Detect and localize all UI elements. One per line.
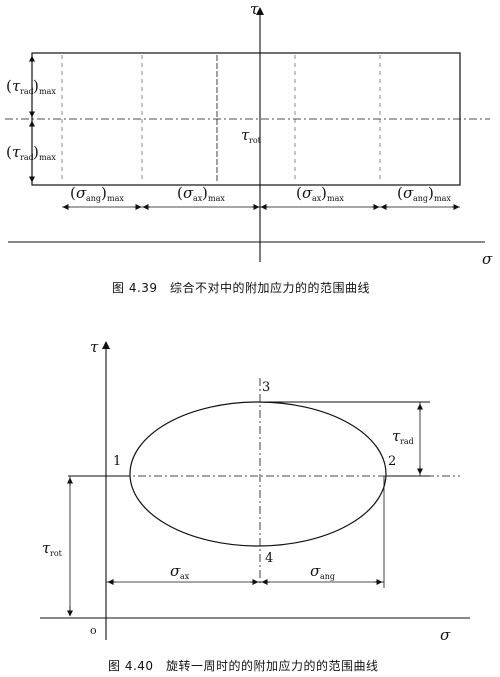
fig1-caption: 图 4.39 综合不对中的附加应力的的范围曲线	[112, 280, 370, 295]
fig2-origin-label: o	[90, 624, 97, 637]
svg-text:rad: rad	[20, 87, 34, 96]
svg-text:σ: σ	[170, 562, 181, 580]
fig1-tau-rad-max-upper: ( τ rad ) max	[6, 77, 56, 96]
svg-text:max: max	[208, 194, 225, 203]
svg-text:): )	[428, 184, 434, 202]
fig1-axis-tau-label: τ	[250, 0, 259, 18]
fig2-caption: 图 4.40 旋转一周时的的附加应力的的范围曲线	[108, 658, 379, 673]
svg-text:τ: τ	[12, 143, 21, 161]
svg-text:τ: τ	[241, 126, 250, 144]
svg-text:ang: ang	[86, 194, 101, 203]
fig1-sigma-ang-max-left: ( σ ang ) max	[70, 184, 124, 203]
fig2-tau-rad-label: τ rad	[392, 427, 414, 446]
svg-text:τ: τ	[12, 77, 21, 95]
svg-text:τ: τ	[392, 427, 401, 445]
svg-text:): )	[33, 77, 39, 95]
svg-text:τ: τ	[42, 539, 51, 557]
svg-text:): )	[202, 184, 208, 202]
svg-text:(: (	[296, 184, 302, 202]
svg-text:ang: ang	[320, 572, 335, 581]
svg-text:σ: σ	[76, 184, 87, 202]
fig2-point-1-label: 1	[113, 454, 121, 469]
fig2-sigma-ang-label: σ ang	[310, 562, 335, 581]
svg-text:max: max	[39, 87, 56, 96]
svg-text:(: (	[70, 184, 76, 202]
svg-text:max: max	[107, 194, 124, 203]
svg-text:ang: ang	[413, 194, 428, 203]
svg-text:rot: rot	[249, 136, 262, 145]
svg-text:): )	[321, 184, 327, 202]
fig2-point-2-label: 2	[388, 454, 396, 469]
fig2-axis-sigma-label: σ	[440, 626, 451, 644]
svg-text:max: max	[434, 194, 451, 203]
fig2-point-4-label: 4	[265, 551, 273, 566]
svg-text:rad: rad	[20, 153, 34, 162]
fig1-sigma-ax-max-right: ( σ ax ) max	[296, 184, 344, 203]
svg-text:(: (	[177, 184, 183, 202]
svg-text:σ: σ	[403, 184, 414, 202]
svg-text:): )	[33, 143, 39, 161]
svg-text:max: max	[327, 194, 344, 203]
svg-text:σ: σ	[183, 184, 194, 202]
svg-text:(: (	[6, 143, 12, 161]
svg-text:σ: σ	[310, 562, 321, 580]
svg-text:rot: rot	[50, 549, 63, 558]
fig1-sigma-ang-max-right: ( σ ang ) max	[397, 184, 451, 203]
svg-text:ax: ax	[312, 194, 322, 203]
fig1-dashed-lines	[61, 55, 381, 183]
fig2-point-3-label: 3	[262, 380, 270, 395]
svg-text:rad: rad	[400, 437, 414, 446]
fig1-tau-rad-max-lower: ( τ rad ) max	[6, 143, 56, 162]
fig1-tau-rot-label: τ rot	[241, 126, 262, 145]
figure-4-40: τ σ o τ rad τ rot	[40, 338, 470, 673]
svg-text:ax: ax	[193, 194, 203, 203]
svg-text:σ: σ	[302, 184, 313, 202]
svg-text:(: (	[397, 184, 403, 202]
fig2-tau-rot-label: τ rot	[42, 539, 63, 558]
svg-text:ax: ax	[180, 572, 190, 581]
svg-text:): )	[101, 184, 107, 202]
fig2-axis-tau-label: τ	[90, 338, 99, 356]
fig2-sigma-ax-label: σ ax	[170, 562, 190, 581]
fig1-axis-sigma-label: σ	[482, 250, 493, 268]
svg-text:max: max	[39, 153, 56, 162]
fig1-sigma-ax-max-left: ( σ ax ) max	[177, 184, 225, 203]
fig2-stress-ellipse	[129, 401, 387, 547]
figure-4-39: τ σ ( τ rad ) max (	[5, 0, 493, 295]
svg-text:(: (	[6, 77, 12, 95]
